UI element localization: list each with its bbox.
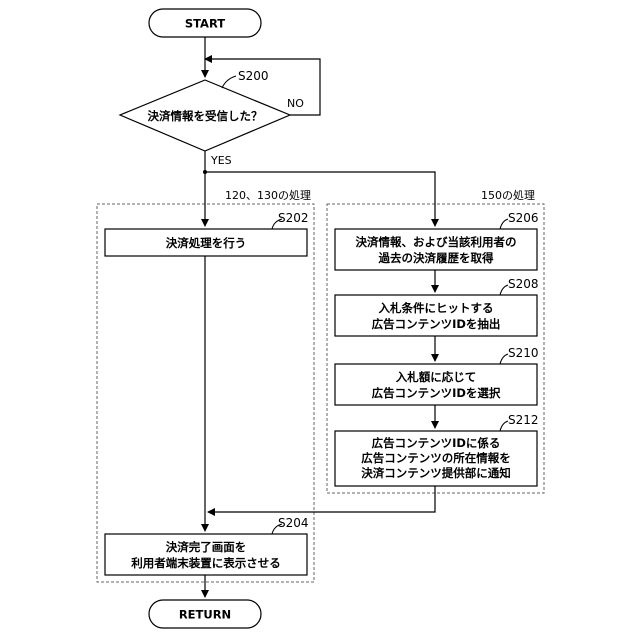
s212-line-3: 決済コンテンツ提供部に通知	[361, 466, 511, 480]
s208-step-leader	[500, 285, 508, 295]
s212-step-leader	[500, 421, 508, 431]
group-label-left: 120、130の処理	[225, 189, 311, 202]
decision-yes-label: YES	[210, 154, 232, 167]
s210-step-label: S210	[508, 346, 539, 360]
s206-step-leader	[500, 219, 508, 229]
s202-line-1: 決済処理を行う	[166, 236, 247, 250]
s204-step-label: S204	[278, 516, 309, 530]
decision-no-label: NO	[287, 97, 304, 110]
s208-step-label: S208	[508, 277, 539, 291]
s204-line-1: 決済完了画面を	[166, 540, 247, 554]
s208-line-1: 入札条件にヒットする	[379, 301, 494, 315]
start-label: START	[185, 17, 225, 31]
return-label: RETURN	[179, 608, 231, 622]
arrow-s212-to-merge	[208, 486, 435, 512]
s212-step-label: S212	[508, 413, 539, 427]
s206-line-2: 過去の決済履歴を取得	[378, 251, 494, 265]
decision-step-label: S200	[238, 69, 269, 83]
s210-step-leader	[500, 354, 508, 364]
s212-line-2: 広告コンテンツの所在情報を	[361, 451, 511, 465]
s208-line-2: 広告コンテンツIDを抽出	[372, 317, 501, 331]
s204-line-2: 利用者端末装置に表示させる	[130, 556, 281, 570]
group-label-right: 150の処理	[481, 189, 535, 202]
s206-step-label: S206	[508, 211, 539, 225]
decision-text: 決済情報を受信した？	[148, 109, 263, 123]
s210-line-1: 入札額に応じて	[396, 370, 477, 384]
s212-line-1: 広告コンテンツIDに係る	[372, 436, 501, 450]
decision-step-leader	[222, 76, 236, 88]
s206-line-1: 決済情報、および当該利用者の	[356, 235, 517, 249]
s202-step-label: S202	[278, 211, 309, 225]
s210-line-2: 広告コンテンツIDを選択	[372, 386, 501, 400]
